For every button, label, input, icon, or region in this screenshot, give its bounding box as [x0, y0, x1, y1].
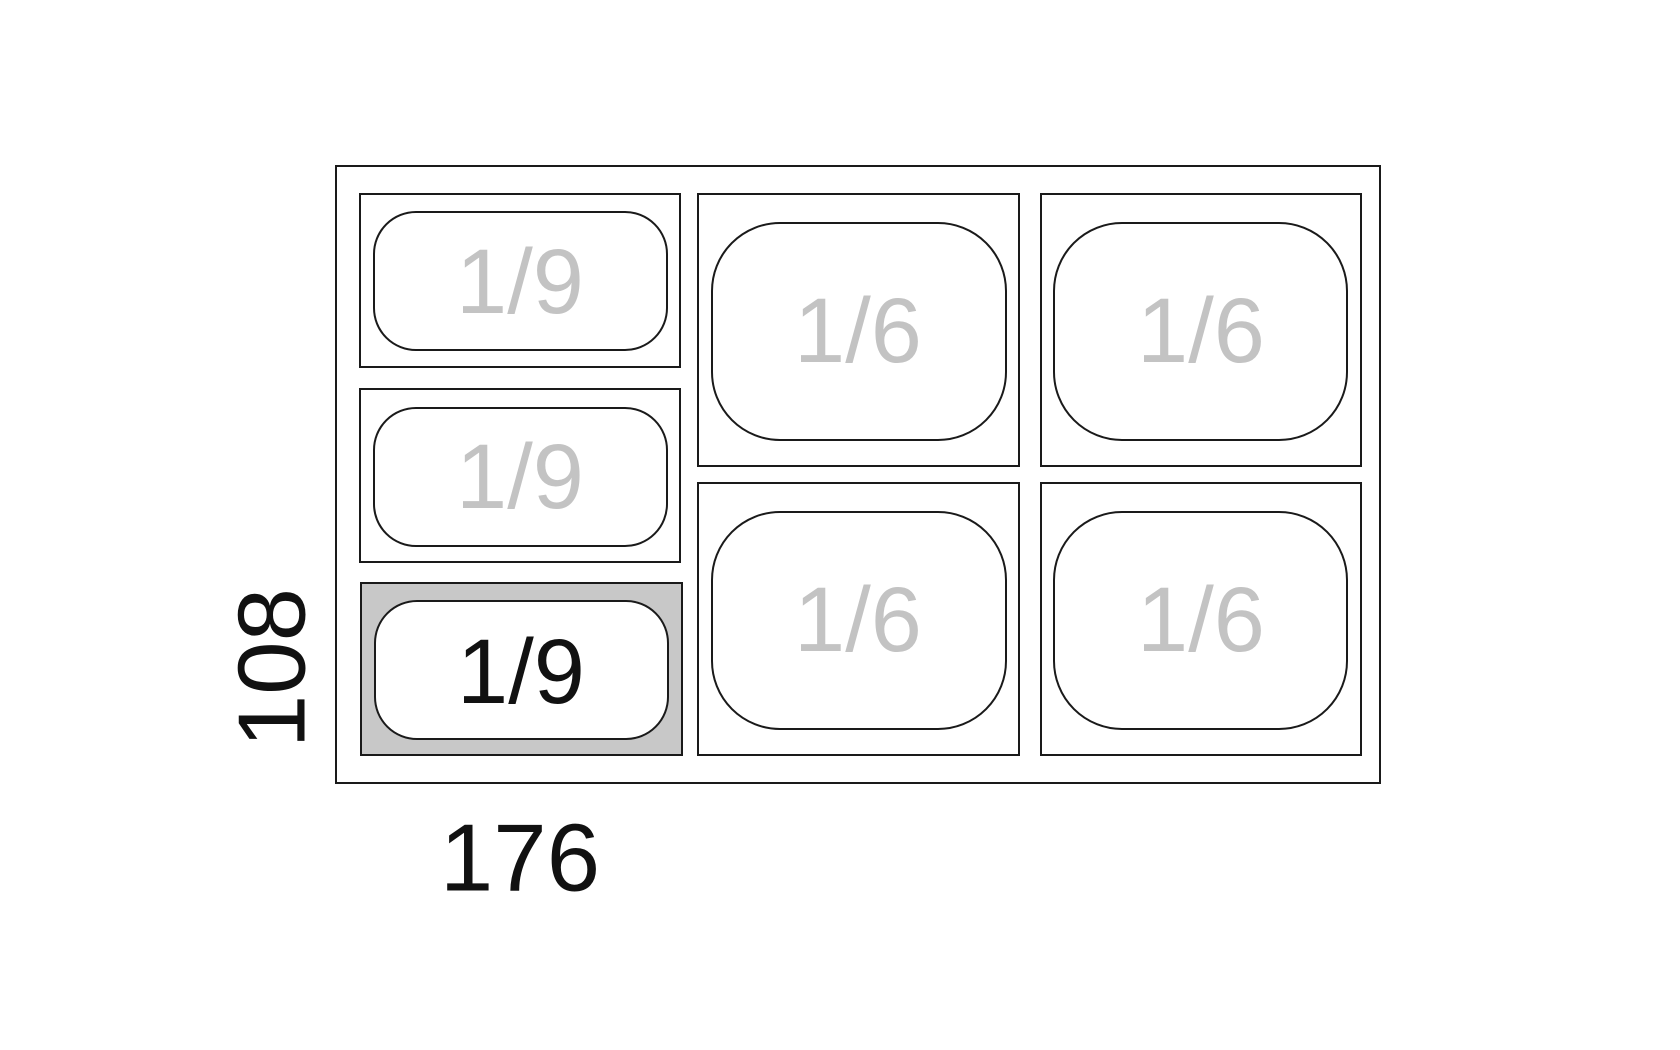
pan-label: 1/6: [794, 569, 922, 671]
pan-outline: [711, 222, 1007, 441]
pan-outline: [711, 511, 1007, 730]
pan-cell-1-6-top-middle[interactable]: 1/6: [697, 193, 1020, 467]
pan-label: 1/6: [1137, 569, 1265, 671]
pan-outline: [374, 600, 669, 740]
height-dimension-label: 108: [219, 588, 326, 748]
width-dimension-label: 176: [440, 805, 600, 912]
pan-label: 1/9: [456, 426, 584, 528]
pan-outline: [373, 407, 668, 547]
pan-cell-1-9-bottom-selected[interactable]: 1/9: [360, 582, 683, 756]
pan-cell-1-9-top[interactable]: 1/9: [359, 193, 681, 368]
pan-cell-1-6-bottom-right[interactable]: 1/6: [1040, 482, 1362, 756]
pan-label-selected: 1/9: [457, 621, 585, 723]
pan-cell-1-6-bottom-middle[interactable]: 1/6: [697, 482, 1020, 756]
pan-label: 1/9: [456, 231, 584, 333]
pan-outline: [373, 211, 668, 351]
pan-label: 1/6: [1137, 280, 1265, 382]
pan-cell-1-9-middle[interactable]: 1/9: [359, 388, 681, 563]
pan-outline: [1053, 222, 1348, 441]
pan-cell-1-6-top-right[interactable]: 1/6: [1040, 193, 1362, 467]
pan-outline: [1053, 511, 1348, 730]
pan-label: 1/6: [794, 280, 922, 382]
